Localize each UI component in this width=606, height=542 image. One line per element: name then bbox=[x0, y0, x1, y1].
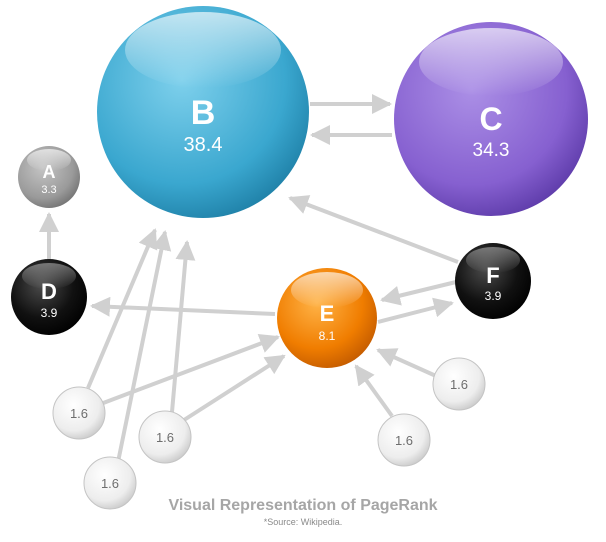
node-d-score: 3.9 bbox=[41, 306, 58, 320]
node-small-5: 1.6 bbox=[377, 413, 431, 467]
node-d: D 3.9 bbox=[11, 259, 87, 335]
node-a-score: 3.3 bbox=[41, 184, 56, 196]
arrow-s4-to-e bbox=[376, 348, 437, 378]
node-f-label: F bbox=[486, 263, 499, 288]
arrow-s2-to-b bbox=[116, 230, 172, 463]
node-small-2-score: 1.6 bbox=[101, 476, 119, 491]
arrow-f-to-e bbox=[380, 280, 457, 306]
arrow-s3-to-b bbox=[170, 240, 196, 413]
diagram-source: *Source: Wikipedia. bbox=[263, 517, 343, 527]
node-b: B 38.4 bbox=[97, 6, 309, 218]
node-c-score: 34.3 bbox=[473, 140, 510, 161]
node-a: A 3.3 bbox=[18, 146, 80, 208]
node-b-score: 38.4 bbox=[184, 134, 223, 156]
node-a-label: A bbox=[43, 162, 56, 182]
link-arrows bbox=[39, 94, 459, 463]
node-small-5-score: 1.6 bbox=[395, 433, 413, 448]
diagram-title: Visual Representation of PageRank bbox=[168, 497, 438, 514]
node-f-score: 3.9 bbox=[485, 289, 502, 303]
arrow-e-to-f bbox=[377, 297, 454, 324]
node-small-3: 1.6 bbox=[138, 410, 192, 464]
node-small-2: 1.6 bbox=[83, 456, 137, 510]
node-e-score: 8.1 bbox=[319, 329, 336, 343]
node-e: E 8.1 bbox=[277, 268, 377, 368]
node-c-label: C bbox=[479, 101, 502, 137]
arrow-s1-to-b bbox=[86, 228, 158, 389]
node-small-3-score: 1.6 bbox=[156, 430, 174, 445]
arrow-s5-to-e bbox=[354, 364, 394, 418]
node-b-label: B bbox=[191, 94, 216, 132]
node-d-label: D bbox=[41, 279, 57, 304]
node-small-1-score: 1.6 bbox=[70, 406, 88, 421]
arrow-s1-to-e bbox=[97, 334, 280, 407]
node-small-4: 1.6 bbox=[432, 357, 486, 411]
arrow-s3-to-e bbox=[182, 354, 286, 422]
node-f: F 3.9 bbox=[455, 243, 531, 319]
node-e-label: E bbox=[320, 301, 335, 326]
node-c: C 34.3 bbox=[394, 22, 588, 216]
node-small-4-score: 1.6 bbox=[450, 377, 468, 392]
node-small-1: 1.6 bbox=[52, 386, 106, 440]
arrow-f-to-b bbox=[288, 195, 459, 264]
